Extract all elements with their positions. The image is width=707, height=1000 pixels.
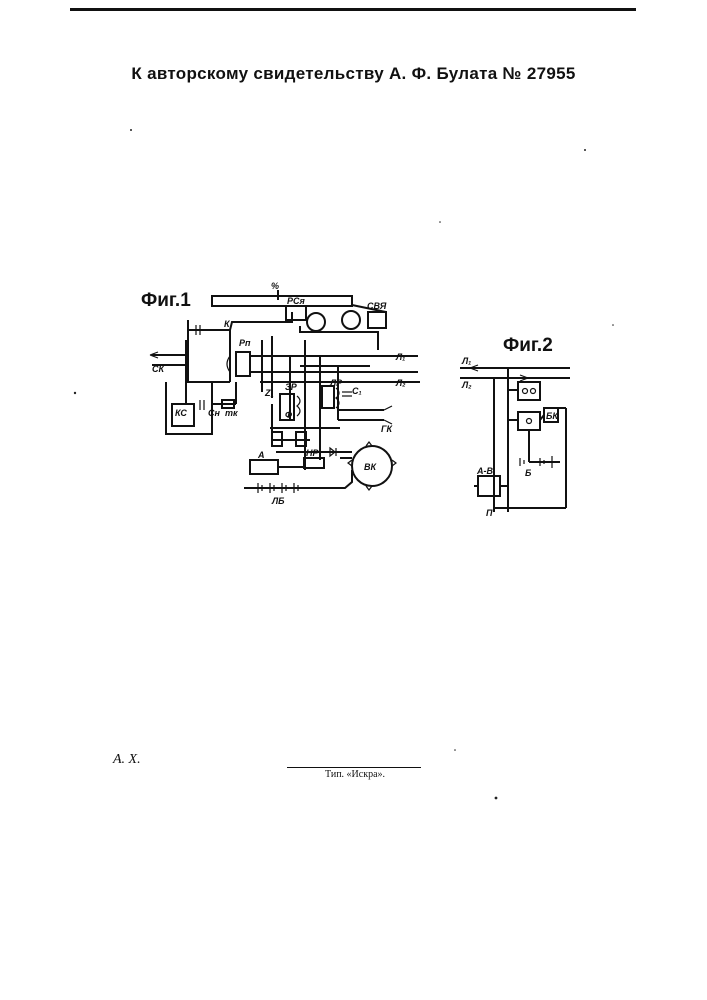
printer-rule	[287, 767, 421, 768]
label-lr: ЛР	[329, 378, 343, 388]
label-ck: Сн	[208, 408, 220, 418]
label-b: Б	[525, 468, 532, 478]
label-tk: тк	[225, 408, 238, 418]
label-p: П	[486, 508, 493, 518]
author-initials: А. Х.	[113, 752, 141, 768]
label-sk: СК	[152, 364, 165, 374]
scan-specks	[74, 129, 614, 799]
label-vk: ВК	[364, 462, 377, 472]
label-c1: С₁	[352, 386, 362, 396]
relay-rp-coil	[236, 352, 250, 376]
label-rs: РСя	[287, 296, 306, 306]
label-fig2-l1: Л₁	[461, 356, 471, 366]
label-a: А	[257, 450, 265, 460]
figure-2-labels: Л₁ Л₂ БК А-В Б П	[461, 356, 559, 518]
label-zr: ЗР	[285, 382, 298, 392]
label-percent: %	[271, 281, 279, 291]
label-f: Ф	[285, 410, 292, 420]
label-l1: Л₁	[395, 352, 405, 362]
label-z1: Z₁	[264, 388, 274, 398]
relay-rs-lamp	[307, 313, 325, 331]
printer-imprint: Тип. «Искра».	[290, 769, 420, 780]
label-bk: БК	[546, 411, 559, 421]
label-rp: Рп	[239, 338, 251, 348]
relay-rs-coil	[286, 306, 306, 320]
figure-2-schematic	[460, 365, 570, 512]
label-np: НР	[306, 448, 319, 458]
label-gk: ГК	[381, 424, 394, 434]
label-fig2-l2: Л₂	[461, 380, 472, 390]
label-ks: КС	[175, 408, 187, 418]
relay-sv-coil	[368, 312, 386, 328]
relay-sv-lamp	[342, 311, 360, 329]
label-ab: А-В	[476, 466, 493, 476]
label-sv: СВЯ	[367, 301, 387, 311]
label-lb: ЛБ	[271, 496, 285, 506]
label-l2: Л₂	[395, 378, 406, 388]
